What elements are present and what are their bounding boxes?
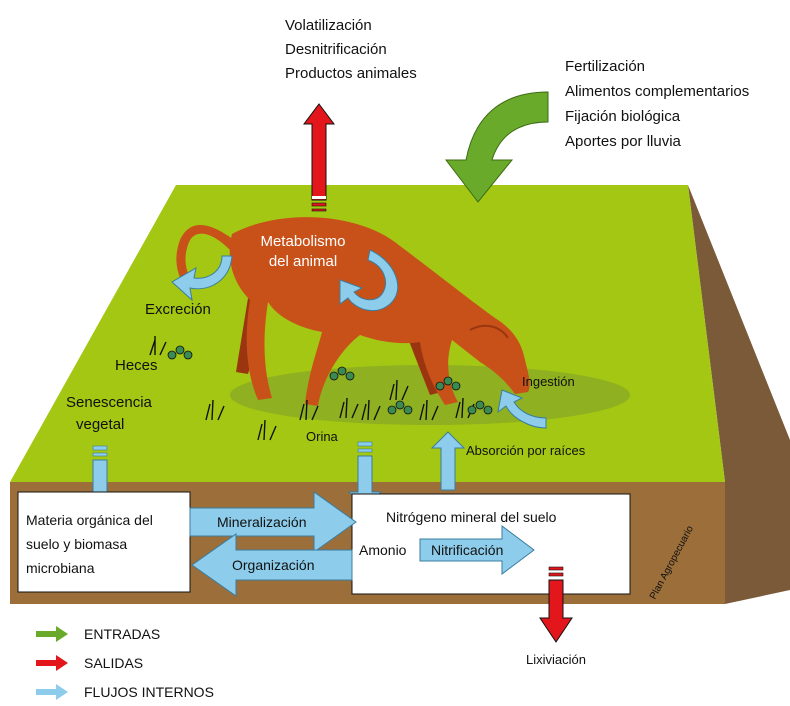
senescence-label-1: Senescencia — [66, 394, 153, 411]
output-label-3: Productos animales — [285, 65, 417, 82]
output-label-2: Desnitrificación — [285, 41, 387, 58]
legend-arrow-internal — [36, 684, 68, 700]
feces-label: Heces — [115, 357, 158, 374]
excretion-label: Excreción — [145, 301, 211, 318]
legend-arrow-inputs — [36, 626, 68, 642]
mineral-box-title: Nitrógeno mineral del suelo — [386, 509, 557, 525]
mineralization-label: Mineralización — [217, 514, 306, 530]
ingestion-label: Ingestión — [522, 374, 575, 389]
metabolism-label-2: del animal — [269, 253, 337, 270]
urine-label: Orina — [306, 429, 339, 444]
senescence-label-2: vegetal — [76, 416, 124, 433]
input-label-4: Aportes por lluvia — [565, 133, 682, 150]
leaching-label: Lixiviación — [526, 652, 586, 667]
ammonium-label: Amonio — [359, 542, 407, 558]
input-label-2: Alimentos complementarios — [565, 83, 749, 100]
legend-arrow-outputs — [36, 655, 68, 671]
organic-box-line-1: Materia orgánica del — [26, 512, 153, 528]
metabolism-label-1: Metabolismo — [260, 233, 345, 250]
legend-label-outputs: SALIDAS — [84, 655, 143, 671]
legend-label-inputs: ENTRADAS — [84, 626, 160, 642]
organic-box-line-3: microbiana — [26, 560, 95, 576]
input-label-3: Fijación biológica — [565, 108, 681, 125]
input-label-1: Fertilización — [565, 58, 645, 75]
output-label-1: Volatilización — [285, 17, 372, 34]
organization-label: Organización — [232, 557, 315, 573]
legend-label-internal: FLUJOS INTERNOS — [84, 684, 214, 700]
organic-box-line-2: suelo y biomasa — [26, 536, 127, 552]
root-absorption-label: Absorción por raíces — [466, 443, 586, 458]
nitrification-label: Nitrificación — [431, 542, 503, 558]
